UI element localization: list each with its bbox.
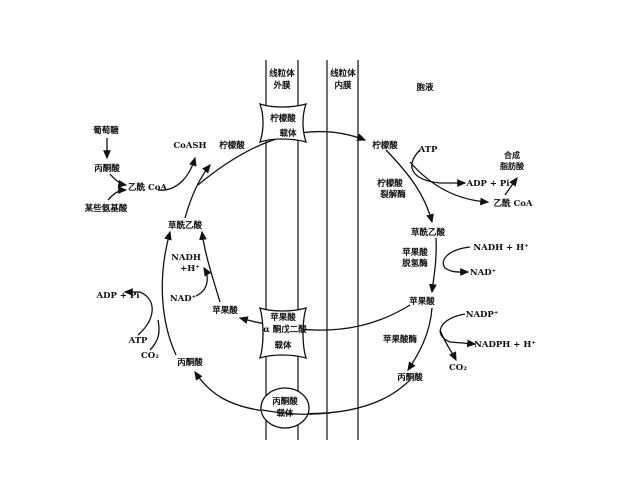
- akg-carrier-label: α 酮戊二酸: [263, 324, 307, 335]
- pyruvate-to-oaa-arrow: [161, 230, 177, 356]
- pyruvate-top-label: 丙酮酸: [94, 163, 120, 174]
- oxaloacetate-cytosol-label: 草酰乙酸: [411, 227, 446, 238]
- fatty-acid-label-1: 合成: [503, 150, 520, 160]
- acetyl-coa-cytosol-label: 乙酰 CoA: [494, 198, 533, 209]
- amino-acids-label: 某些氨基酸: [85, 203, 128, 214]
- malate-matrix-label: 苹果酸: [212, 305, 238, 316]
- pyruvate-bottom-label: 丙酮酸: [177, 357, 203, 368]
- nad-matrix-label: NAD⁺: [170, 294, 196, 304]
- fatty-acid-arrow: [504, 176, 518, 196]
- nadh-cytosol-label: NADH + H⁺: [473, 243, 528, 253]
- coash-label: CoASH: [173, 141, 206, 151]
- acetyl-coa-cytosol-arrow: [409, 161, 490, 206]
- malate-to-oaa-arrow: [199, 230, 221, 303]
- citrate-lyase-arrow: [385, 149, 434, 224]
- malate-akg-carrier: 苹果酸 α 酮戊二酸 载体: [259, 306, 307, 360]
- inner-membrane: [326, 60, 359, 440]
- citrate-lyase-label-1: 柠檬酸: [377, 178, 403, 189]
- pyruvate-to-acetyl-arrow: [109, 173, 128, 188]
- oaa-to-citrate-arrow: [184, 163, 211, 219]
- fatty-acid-label-2: 脂肪酸: [499, 161, 525, 171]
- pyruvate-carrier: 丙酮酸 载体: [260, 387, 331, 429]
- oaa-to-malate-arrow: [429, 237, 437, 294]
- pyruvate-carrier-label: 丙酮酸: [272, 396, 298, 407]
- oxaloacetate-matrix-label: 草酰乙酸: [168, 220, 203, 231]
- amino-acid-to-acetyl-arrow: [107, 186, 128, 201]
- citrate-carrier-label-2: 载体: [279, 128, 297, 139]
- co2-cytosol-label: CO₂: [449, 363, 467, 373]
- malic-enzyme-arrow: [407, 307, 433, 372]
- glucose-label: 葡萄糖: [92, 125, 119, 136]
- malate-carrier-label: 苹果酸: [270, 312, 296, 323]
- nadh-to-nad-arrow: [442, 246, 471, 276]
- coash-release-arrow: [157, 156, 197, 191]
- adp-pi-cytosol-label: ADP + Pi: [465, 179, 510, 189]
- atp-cytosol-label: ATP: [418, 145, 438, 155]
- adp-pi-matrix-label: ADP + Pi: [95, 291, 140, 301]
- pyruvate-cytosol-label: 丙酮酸: [397, 372, 423, 383]
- inner-membrane-label-2: 内膜: [334, 80, 352, 91]
- nad-cytosol-label: NAD⁺: [470, 268, 496, 278]
- cytosol-label: 胞液: [415, 82, 434, 93]
- acetyl-coa-matrix-label: 乙酰 CoA: [128, 182, 167, 193]
- nadh-matrix-label: NADH: [171, 253, 201, 263]
- co2-release-arrow: [439, 329, 457, 362]
- co2-fixation-line: [149, 319, 160, 351]
- citrate-carrier-label: 柠檬酸: [270, 113, 296, 124]
- atp-matrix-label: ATP: [128, 336, 148, 346]
- citrate-carrier: 柠檬酸 载体: [258, 102, 308, 144]
- citrate-cytosol-label: 柠檬酸: [372, 140, 398, 151]
- malic-enzyme-label: 苹果酸酶: [383, 334, 418, 345]
- citrate-matrix-label: 柠檬酸: [219, 140, 245, 151]
- malate-cytosol-label: 苹果酸: [409, 296, 435, 307]
- atp-to-adp-matrix-arrow: [123, 288, 153, 336]
- outer-membrane-label-2: 外膜: [272, 80, 291, 91]
- nadp-to-nadph-arrow: [439, 313, 477, 348]
- nadp-label: NADP⁺: [466, 310, 499, 320]
- co2-matrix-label: CO₂: [141, 351, 159, 361]
- nadh-h-matrix-label: +H⁺: [180, 264, 200, 274]
- mdh-label-2: 脱氢酶: [402, 258, 428, 269]
- inner-membrane-label-1: 线粒体: [330, 68, 356, 79]
- malate-carrier-label-3: 载体: [274, 340, 292, 351]
- citrate-lyase-label-2: 裂解酶: [379, 189, 406, 200]
- mdh-label-1: 苹果酸: [402, 247, 428, 258]
- outer-membrane-label-1: 线粒体: [269, 68, 295, 79]
- nadph-label: NADPH + H⁺: [474, 340, 536, 350]
- nad-to-nadh-arrow: [195, 266, 212, 297]
- atp-to-adp-arrow: [411, 149, 467, 187]
